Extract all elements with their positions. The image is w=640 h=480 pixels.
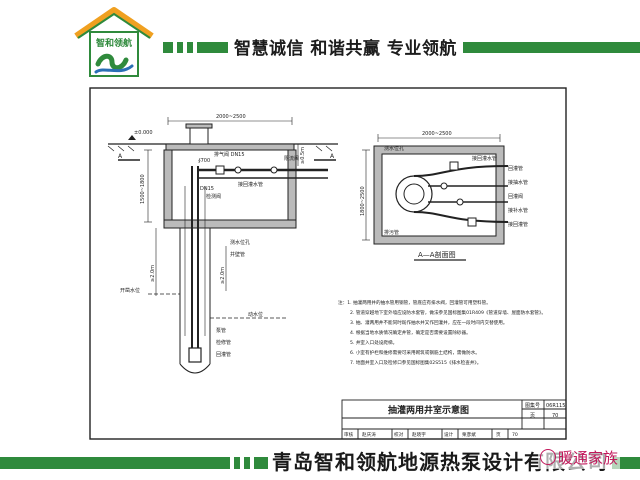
sig-2: 校对 <box>394 431 404 438</box>
note-4: 5. 井室入口处设爬梯。 <box>350 339 397 346</box>
company-name: 青岛智和领航地源热泵设计有限公司 <box>268 446 612 475</box>
label-r4: 接抽水管 <box>508 179 528 186</box>
drawing-title: 抽灌两用井室示意图 <box>388 404 469 416</box>
label-l4: 接回灌水管 <box>238 181 263 188</box>
elevation-labels: ±0.000 2000~2500 1500~1800 ≥2.0m ≥2.0m ≥… <box>118 114 335 358</box>
sig-1: 赵庆涛 <box>362 431 376 438</box>
label-l10: 动水位 <box>248 311 263 318</box>
label-l6: 检测阀 <box>206 193 221 200</box>
dim-05: ≥0.5m <box>300 147 306 164</box>
label-l12: 检修管 <box>216 339 231 346</box>
dim-depth-b: ≥2.0m <box>220 267 226 284</box>
label-l11: 泵管 <box>216 327 226 334</box>
section-title: A—A剖面图 <box>418 250 456 259</box>
page-no: 70 <box>552 413 558 419</box>
dim-depth-right: 1800~2500 <box>360 186 366 216</box>
label-r1: 测水位孔 <box>384 145 404 152</box>
label-r8: 排污管 <box>384 229 399 236</box>
label-l5: DN15 <box>200 186 214 192</box>
note-5: 6. 小室有护栏和维修需要可采用砌筑或钢筋土结构，需做防水。 <box>350 349 480 356</box>
label-l7: 测水位孔 <box>230 239 250 246</box>
dim-height: 1500~1800 <box>140 174 146 204</box>
wechat-icon <box>540 449 556 465</box>
label-r2: 接回灌水管 <box>472 155 497 162</box>
label-l3: 限流阀 <box>284 155 299 162</box>
company-logo: 智和领航 <box>74 7 154 77</box>
note-2: 3. 抽、灌两用井不能同时既作抽水井又作回灌井，应在一段时间内交替使用。 <box>350 319 507 326</box>
label-l8: 井壁管 <box>230 251 245 258</box>
watermark: 暖通家族 <box>538 446 621 469</box>
atlas-no: 06R115 <box>546 403 565 409</box>
slogan-text: 智慧诚信 和谐共赢 专业领航 <box>228 34 463 59</box>
label-r6: 接补水管 <box>508 207 528 214</box>
label-l9: 开凿水位 <box>120 287 140 294</box>
plan-labels: 2000~2500 1800~2500 测水位孔 接回灌水管 回灌管 接抽水管 … <box>360 131 528 259</box>
atlas-label: 图集号 <box>525 402 540 409</box>
plan-view <box>362 134 509 261</box>
label-r3: 回灌管 <box>508 165 523 172</box>
dim-width: 2000~2500 <box>216 114 246 120</box>
note-0: 注：1. 抽灌两用井的抽水管用钢管，管底应有排水阀，回灌管可用塑料管。 <box>338 299 491 306</box>
logo-text: 智和领航 <box>96 37 132 49</box>
sig-6: 页 <box>496 432 501 438</box>
sig-7: 70 <box>512 432 518 438</box>
engineering-drawing: ±0.000 2000~2500 1500~1800 ≥2.0m ≥2.0m ≥… <box>89 87 567 440</box>
note-6: 7. 地面井室入口及检修口参见国标图集02S515《排水检查井》。 <box>350 359 481 366</box>
label-l1: ∮700 <box>198 158 210 164</box>
label-r7: 接回灌管 <box>508 221 528 228</box>
sig-4: 设计 <box>444 431 454 438</box>
dim-depth: ≥2.0m <box>150 265 156 282</box>
label-l2: 排气阀 DN15 <box>214 151 245 158</box>
label-r5: 回灌阀 <box>508 193 523 200</box>
note-1: 2. 管道穿越地下室外墙应设防水套管，做法参见国标图集01R409《管道穿墙、屋… <box>350 309 546 316</box>
elevation-view <box>107 117 338 374</box>
sig-3: 赵晓宇 <box>412 431 426 438</box>
page-label: 页 <box>530 413 535 419</box>
notes: 注：1. 抽灌两用井的抽水管用钢管，管底应有排水阀，回灌管可用塑料管。 2. 管… <box>338 299 546 366</box>
sig-0: 审核 <box>344 431 354 438</box>
watermark-text: 暖通家族 <box>558 449 619 467</box>
elevation-mark: ±0.000 <box>134 130 153 136</box>
title-block <box>341 399 567 440</box>
label-l13: 回灌管 <box>216 351 231 358</box>
section-mark-a-left: A <box>118 153 123 160</box>
title-block-text: 抽灌两用井室示意图 图集号 06R115 页 70 审核 赵庆涛 校对 赵晓宇 … <box>344 402 565 438</box>
note-3: 4. 根据当地水质情况确定井管，确定是否需要设置除砂器。 <box>350 329 471 336</box>
section-mark-a-right: A <box>330 153 335 160</box>
dim-width-right: 2000~2500 <box>422 131 452 137</box>
sig-5: 栗彦斌 <box>462 431 476 438</box>
